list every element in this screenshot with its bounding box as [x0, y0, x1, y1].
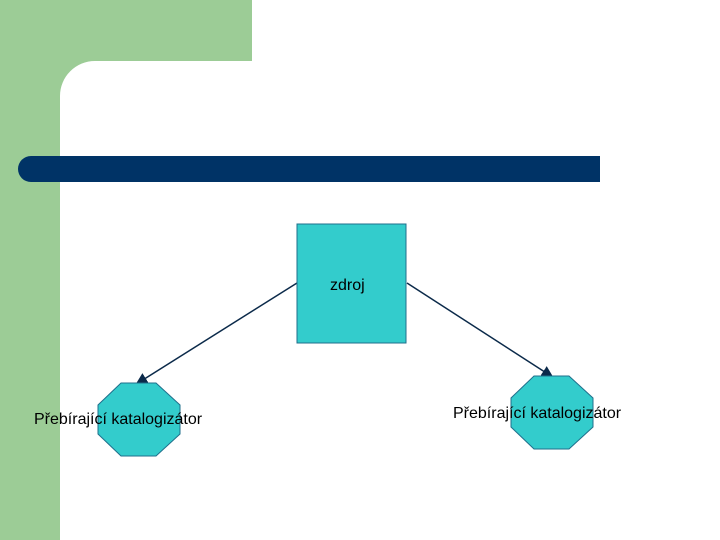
target-octagon-right: [510, 375, 594, 450]
target-label-right: Přebírající katalogizátor: [453, 405, 622, 422]
connector-right: [406, 282, 554, 378]
target-octagon-left: [97, 382, 181, 457]
sidebar-decoration: [0, 0, 252, 540]
title-bar: [18, 156, 600, 182]
source-box: [296, 223, 407, 344]
source-label: zdroj: [330, 277, 365, 294]
connector-left: [135, 282, 298, 385]
target-label-left: Přebírající katalogizátor: [34, 411, 203, 428]
